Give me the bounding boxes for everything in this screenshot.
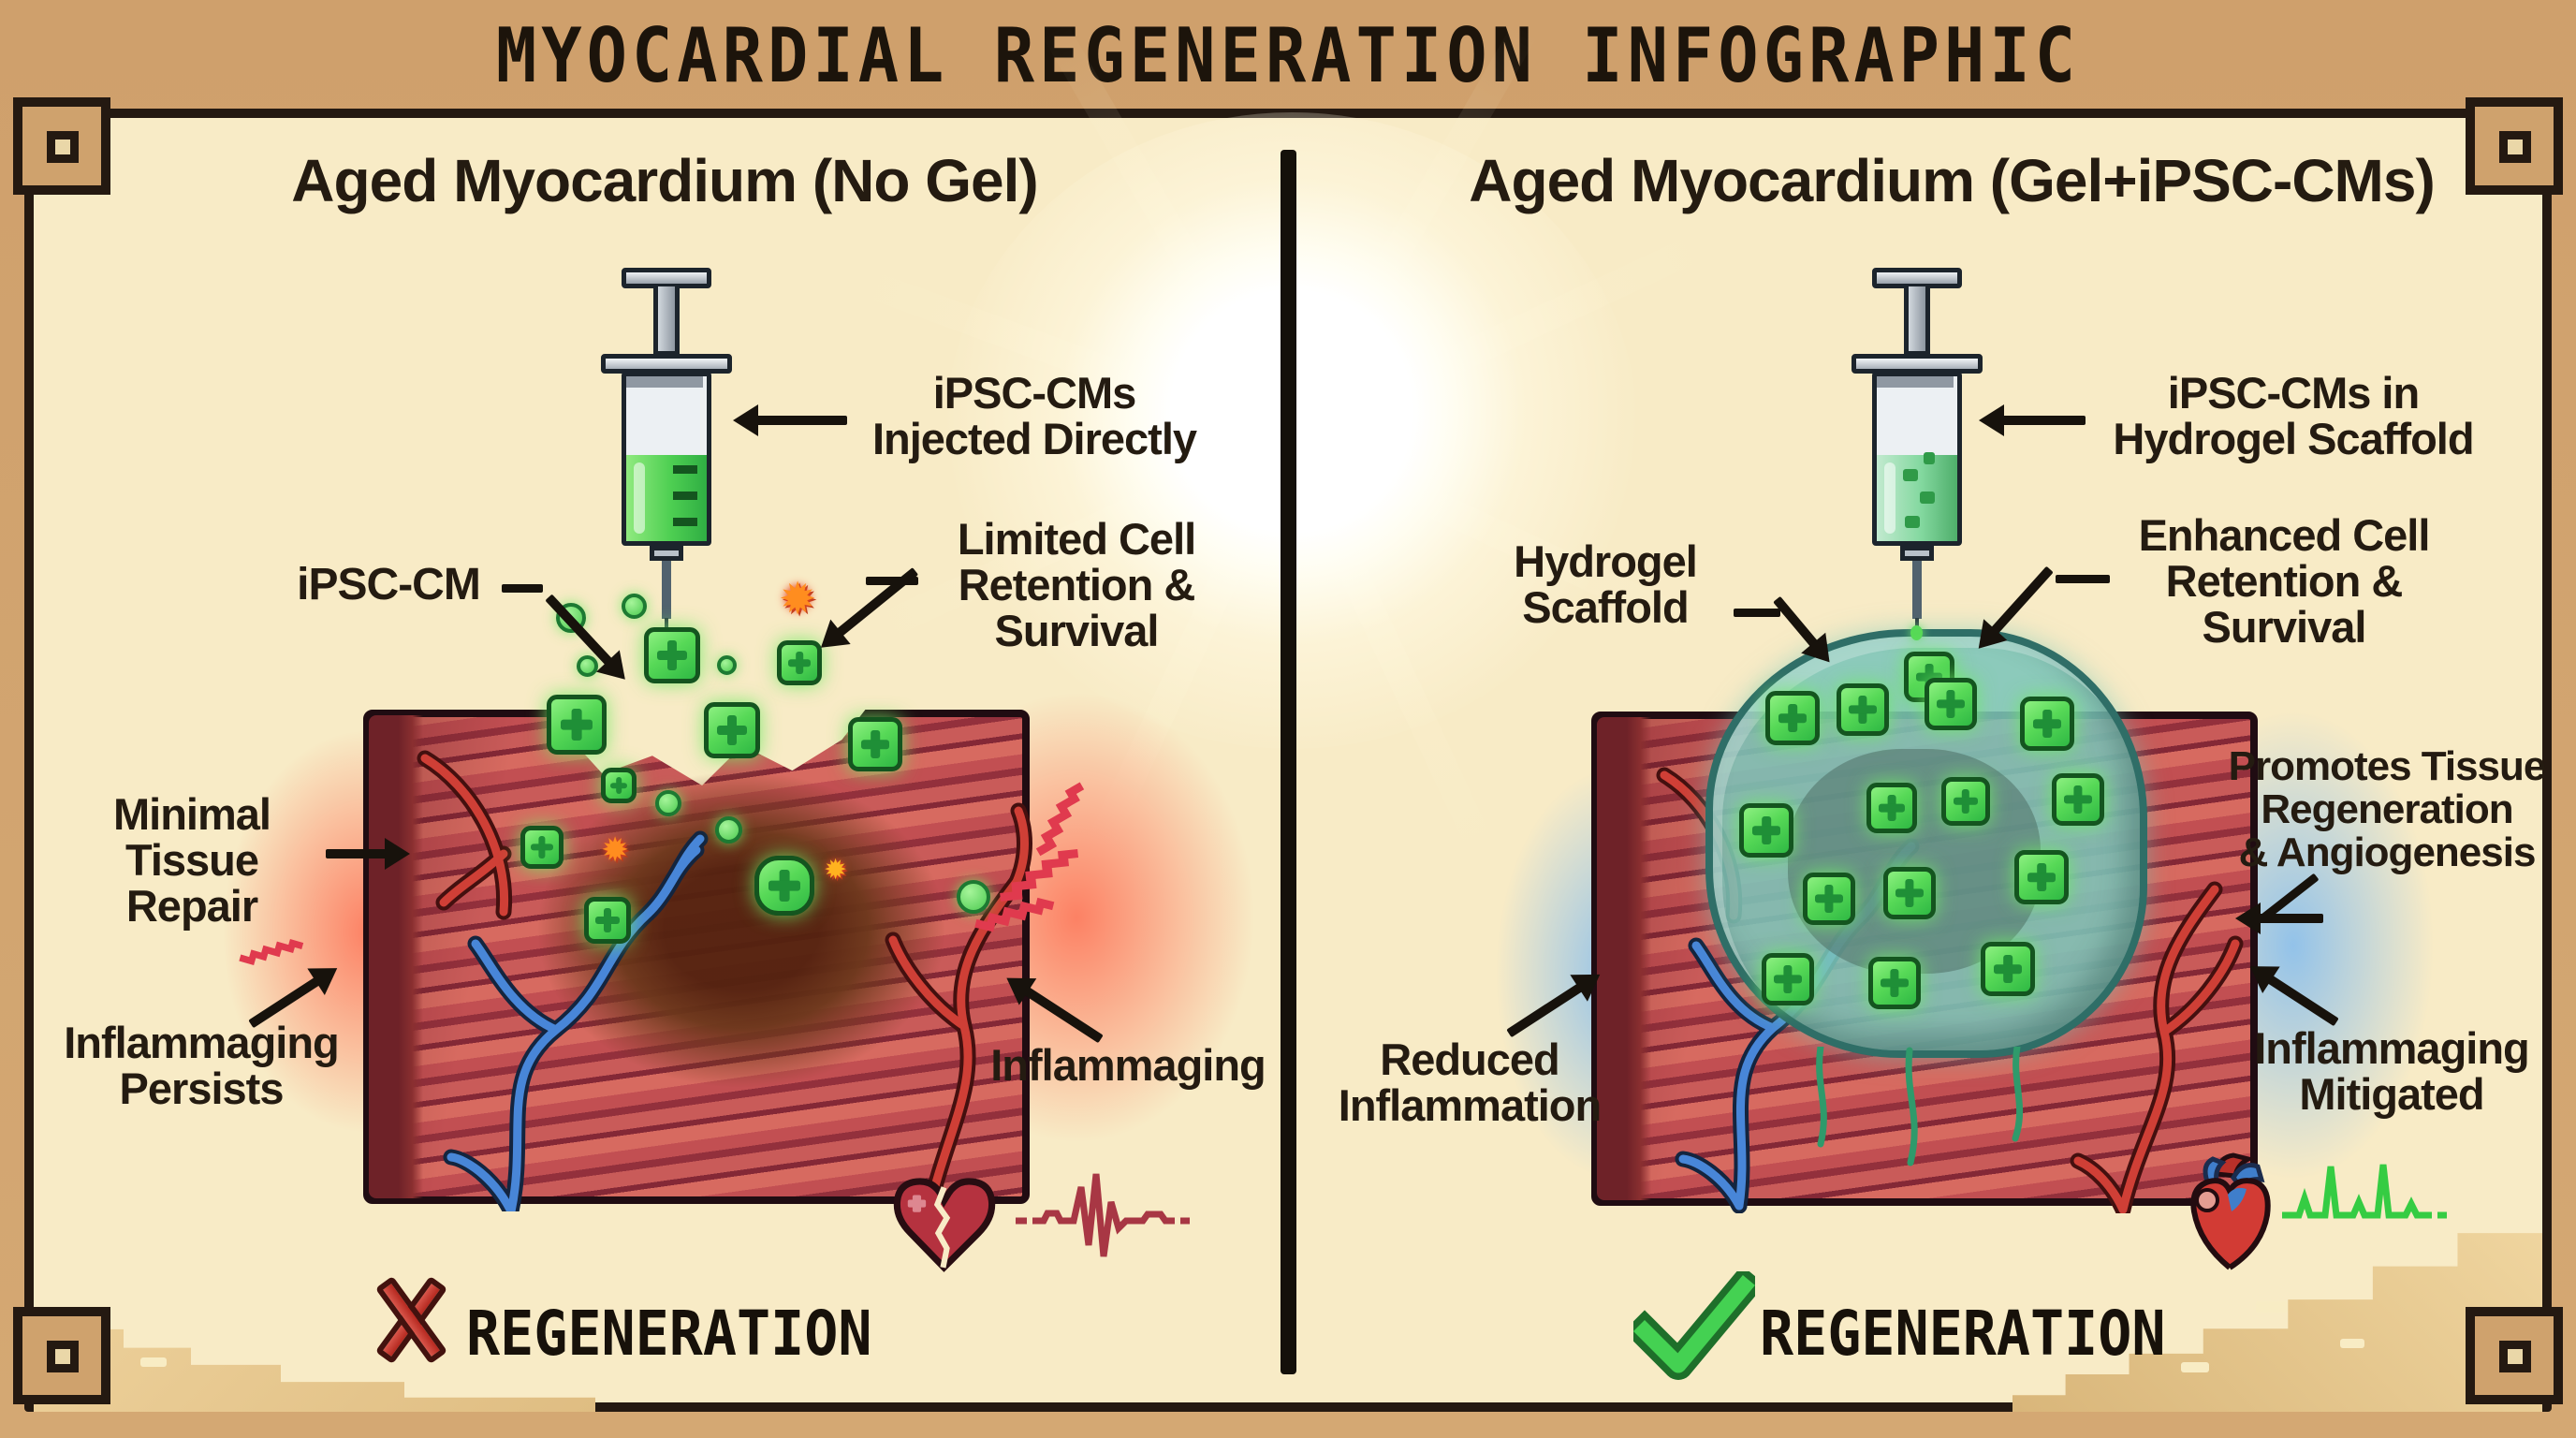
inflammation-squiggle-icon: [239, 938, 304, 965]
ipsc-cm-cell: [1981, 942, 2035, 996]
ipsc-cm-cell: [584, 897, 631, 944]
ipsc-cm-cell: [1925, 678, 1977, 730]
hydrogel-core-shade: [1788, 749, 2041, 974]
corner-gem-icon: [2499, 131, 2531, 163]
left-panel-heading: Aged Myocardium (No Gel): [291, 147, 1038, 214]
check-mark-icon: [1633, 1271, 1755, 1380]
ipsc-cm-cell: [715, 816, 742, 844]
retention-label: Limited Cell Retention & Survival: [957, 514, 1196, 655]
healthy-heart-icon: [2190, 1152, 2271, 1270]
ipsc-cm-cell: [1739, 803, 1793, 858]
x-mark-icon: [373, 1275, 448, 1367]
repair-label: Minimal Tissue Repair: [113, 789, 271, 931]
ipsc-cm-cell: [1762, 953, 1814, 1005]
ipsc-cm-label: iPSC-CM: [297, 560, 481, 609]
right-verdict-label: REGENERATION: [1760, 1298, 2166, 1371]
inflammaging-label: Inflammaging: [990, 1040, 1266, 1090]
regular-ecg-icon: [2282, 1164, 2447, 1219]
corner-gem-icon: [2499, 1341, 2531, 1372]
corner-gem-icon: [47, 1341, 79, 1372]
integration-sprouts-icon: [1816, 1047, 2024, 1167]
syringe-icon: [1852, 268, 1983, 640]
syringe-label: iPSC-CMs in Hydrogel Scaffold: [2113, 368, 2474, 463]
ipsc-cm-cell: [1868, 957, 1921, 1009]
page-title: MYOCARDIAL REGENERATION INFOGRAPHIC: [495, 10, 2081, 100]
reduced-inflammation-label: Reduced Inflammation: [1338, 1034, 1602, 1130]
ipsc-cm-cell: [1941, 777, 1990, 826]
panel-divider: [1281, 150, 1296, 1374]
ipsc-cm-cell: [777, 640, 822, 685]
ipsc-cm-cell: [1883, 867, 1936, 919]
tissue-edge: [1597, 717, 1651, 1200]
tissue-edge: [369, 715, 423, 1198]
ipsc-cm-cell: [644, 627, 700, 683]
myocardium-tissue-illustration: [363, 708, 1032, 1211]
ipsc-cm-cell: [622, 594, 647, 619]
ipsc-cm-cell: [1866, 783, 1917, 833]
corner-ornament-icon: [13, 1307, 110, 1404]
mitigated-label: Inflammaging Mitigated: [2254, 1023, 2530, 1119]
retention-label: Enhanced Cell Retention & Survival: [2138, 510, 2431, 652]
syringe-label: iPSC-CMs Injected Directly: [871, 368, 1197, 463]
cell-death-burst-icon: ✹: [779, 573, 817, 625]
broken-heart-icon: [893, 1178, 996, 1272]
ipsc-cm-cell: [2020, 697, 2074, 751]
left-verdict-label: REGENERATION: [466, 1298, 872, 1371]
cell-death-burst-icon: ✹: [824, 854, 848, 887]
ipsc-cm-cell: [704, 702, 760, 758]
ipsc-cm-cell: [601, 768, 637, 803]
inflammation-squiggle-icon: [1035, 782, 1085, 857]
corner-ornament-icon: [2466, 97, 2563, 195]
corner-ornament-icon: [2466, 1307, 2563, 1404]
ipsc-cm-cell: [754, 856, 814, 916]
corner-ornament-icon: [13, 97, 110, 195]
header-band: MYOCARDIAL REGENERATION INFOGRAPHIC: [0, 0, 2576, 110]
right-panel-heading: Aged Myocardium (Gel+iPSC-CMs): [1469, 147, 2436, 214]
corner-gem-icon: [47, 131, 79, 163]
ipsc-cm-cell: [655, 790, 681, 816]
irregular-ecg-icon: [1016, 1173, 1190, 1257]
ipsc-cm-cell: [1837, 683, 1889, 736]
ipsc-cm-cell: [577, 655, 598, 677]
ipsc-cm-cell: [520, 826, 564, 869]
syringe-icon: [601, 268, 732, 635]
ipsc-cm-cell: [2014, 850, 2069, 904]
promotes-label: Promotes Tissue Regeneration & Angiogene…: [2228, 743, 2547, 875]
ipsc-cm-cell: [1803, 873, 1855, 925]
cell-death-burst-icon: ✹: [601, 831, 630, 870]
ipsc-cm-cell: [1765, 691, 1820, 745]
ipsc-cm-cell: [547, 695, 607, 755]
ipsc-cm-cell: [848, 717, 902, 771]
persists-label: Inflammaging Persists: [64, 1018, 340, 1113]
ipsc-cm-cell: [2052, 773, 2104, 826]
scaffold-label: Hydrogel Scaffold: [1514, 536, 1698, 632]
ipsc-cm-cell: [717, 655, 737, 675]
